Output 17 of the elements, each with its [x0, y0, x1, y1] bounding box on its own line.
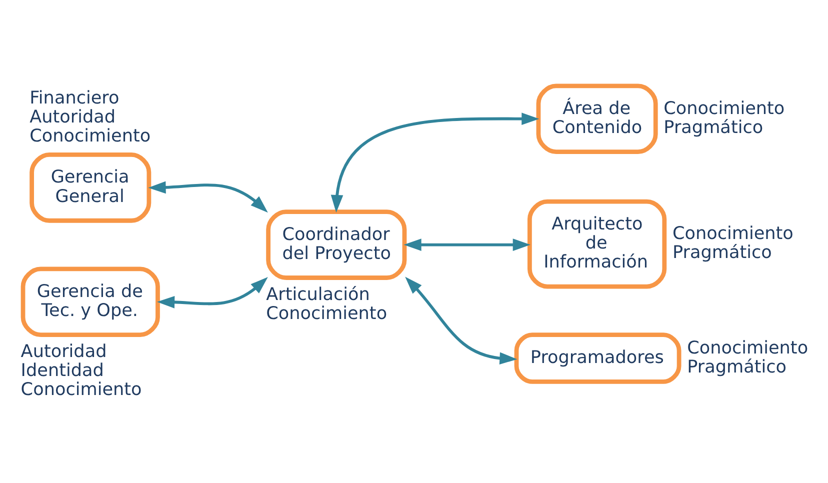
- arrow: [404, 238, 530, 251]
- node-label: Autoridad Identidad Conocimiento: [20, 342, 142, 400]
- arrow: [405, 276, 518, 365]
- node-box: Gerencia General: [30, 152, 152, 223]
- node-label: Financiero Autoridad Conocimiento: [30, 88, 151, 147]
- node-box: Gerencia de Tec. y Ope.: [20, 266, 160, 338]
- node-box: Área de Contenido: [536, 84, 658, 154]
- node-label: Conocimiento Pragmático: [672, 224, 794, 264]
- node-label: Conocimiento Pragmático: [664, 98, 785, 138]
- arrow: [148, 181, 268, 213]
- node-label: Articulación Conocimiento: [266, 284, 388, 324]
- arrow: [156, 276, 268, 308]
- arrow: [330, 112, 540, 213]
- node-label: Conocimiento Pragmático: [687, 338, 808, 378]
- node-box: Programadores: [514, 332, 682, 384]
- node-box: Coordinador del Proyecto: [266, 210, 407, 280]
- node-box: Arquitecto de Información: [527, 199, 667, 289]
